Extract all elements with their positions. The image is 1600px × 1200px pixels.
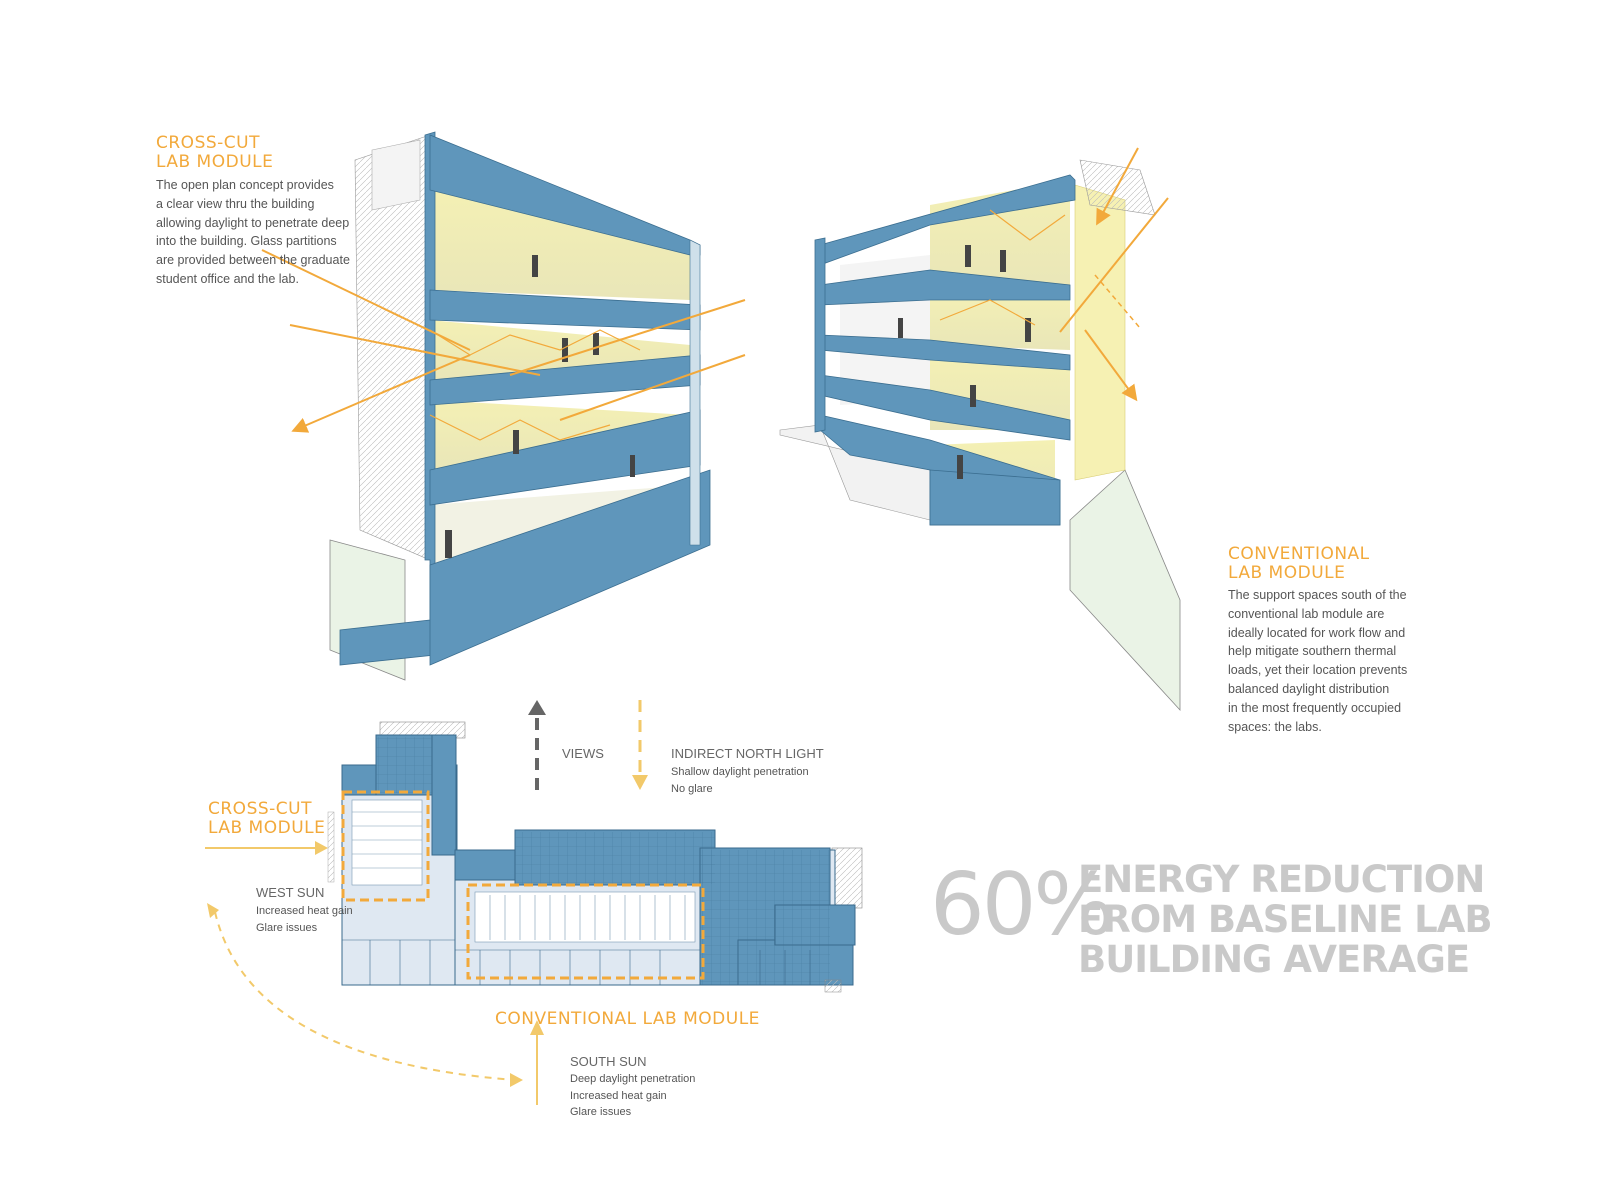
plan-crosscut-line: LAB MODULE: [208, 818, 326, 838]
north-light-title: INDIRECT NORTH LIGHT: [671, 746, 824, 761]
south-sun-notes: Deep daylight penetration Increased heat…: [570, 1071, 695, 1121]
conventional-body-line: conventional lab module are: [1228, 606, 1385, 621]
floor-plan-drawing: [341, 721, 863, 993]
sun-path-arrow: [207, 903, 523, 1087]
west-sun-notes: Increased heat gain Glare issues: [256, 903, 353, 936]
energy-reduction-text: ENERGY REDUCTION FROM BASELINE LAB BUILD…: [1078, 858, 1493, 981]
crosscut-section-drawing: [261, 131, 746, 681]
north-light-note: No glare: [671, 782, 713, 795]
views-label: VIEWS: [562, 746, 604, 761]
west-sun-note: Increased heat gain: [256, 905, 353, 917]
crosscut-body-line: The open plan concept provides: [156, 178, 334, 192]
crosscut-title-line: LAB MODULE: [156, 152, 274, 172]
plan-conventional-label: CONVENTIONAL LAB MODULE: [495, 1009, 760, 1029]
north-light-notes: Shallow daylight penetration No glare: [671, 764, 809, 797]
crosscut-body-line: into the building. Glass partitions: [156, 234, 337, 249]
conventional-section-drawing: [779, 147, 1181, 712]
crosscut-body-line: are provided between the graduate: [156, 253, 350, 268]
south-sun-note: Glare issues: [570, 1106, 632, 1118]
plan-crosscut-label: CROSS-CUT LAB MODULE: [208, 800, 325, 838]
energy-reduction-value: 60%: [930, 855, 1115, 955]
energy-reduction-line: BUILDING AVERAGE: [1078, 938, 1470, 981]
north-light-arrow: [632, 700, 648, 790]
energy-reduction-line: ENERGY REDUCTION: [1078, 858, 1485, 901]
crosscut-body-line: allowing daylight to penetrate deep: [156, 215, 350, 230]
conventional-title-line: LAB MODULE: [1228, 563, 1346, 583]
south-sun-note: Deep daylight penetration: [570, 1073, 696, 1085]
crosscut-body-line: student office and the lab.: [156, 271, 299, 286]
crosscut-title-line: CROSS-CUT: [156, 133, 260, 153]
conventional-callout-body: The support spaces south of the conventi…: [1228, 586, 1407, 736]
west-sun-arrow: [205, 811, 335, 883]
conventional-body-line: help mitigate southern thermal: [1228, 644, 1397, 659]
south-sun-title: SOUTH SUN: [570, 1054, 647, 1069]
conventional-title-line: CONVENTIONAL: [1228, 544, 1370, 564]
plan-crosscut-line: CROSS-CUT: [208, 799, 312, 819]
views-arrow: [528, 700, 546, 790]
conventional-body-line: balanced daylight distribution: [1228, 681, 1390, 696]
crosscut-callout-body: The open plan concept provides a clear v…: [156, 176, 350, 289]
conventional-callout-title: CONVENTIONAL LAB MODULE: [1228, 545, 1370, 583]
energy-reduction-line: FROM BASELINE LAB: [1078, 898, 1493, 941]
conventional-body-line: spaces: the labs.: [1228, 719, 1322, 734]
conventional-body-line: loads, yet their location prevents: [1228, 663, 1408, 678]
conventional-body-line: ideally located for work flow and: [1228, 625, 1406, 640]
west-sun-title: WEST SUN: [256, 885, 325, 900]
conventional-body-line: The support spaces south of the: [1228, 588, 1407, 602]
north-light-note: Shallow daylight penetration: [671, 766, 809, 778]
crosscut-body-line: a clear view thru the building: [156, 196, 315, 211]
conventional-body-line: in the most frequently occupied: [1228, 700, 1402, 715]
west-sun-note: Glare issues: [256, 921, 318, 934]
south-sun-note: Increased heat gain: [570, 1089, 667, 1102]
south-sun-arrow: [530, 1020, 544, 1105]
crosscut-callout-title: CROSS-CUT LAB MODULE: [156, 134, 273, 172]
